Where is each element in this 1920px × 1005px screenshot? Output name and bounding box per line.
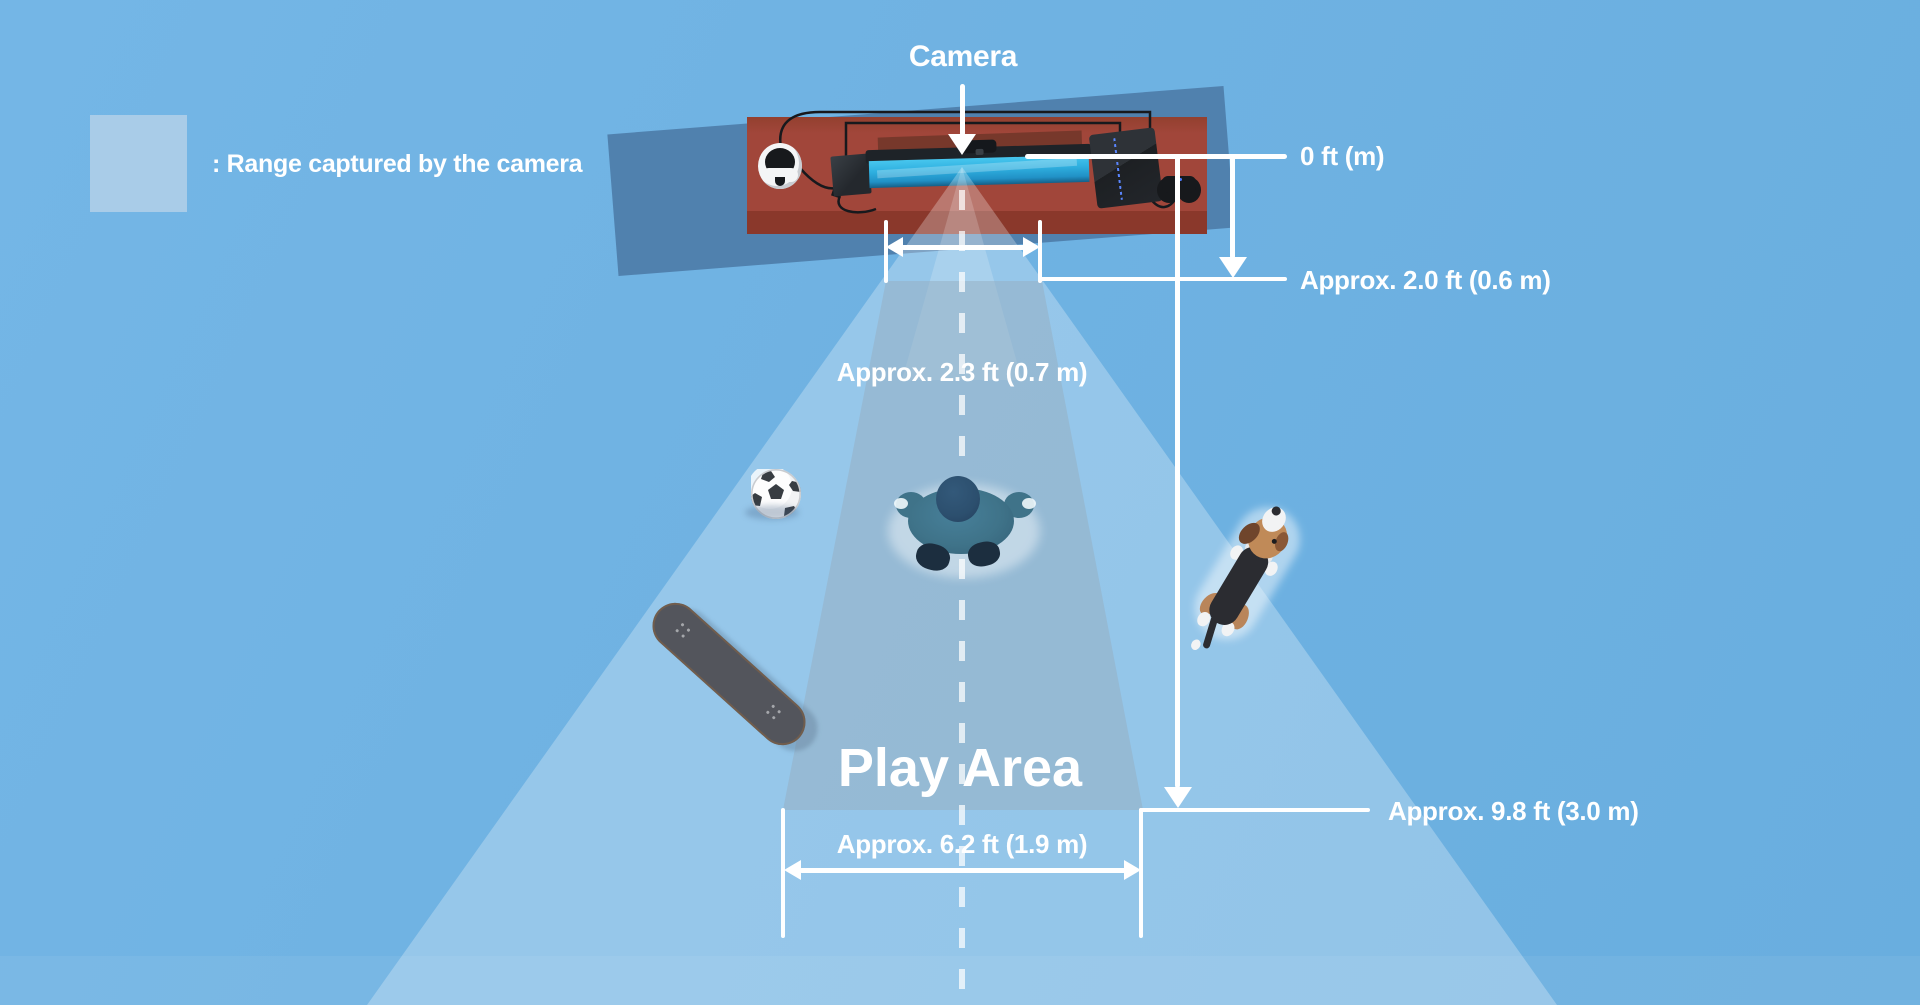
near-width-arrow-shaft <box>901 245 1025 250</box>
dog-tail-tip <box>1189 637 1203 652</box>
camera-pointer-shaft <box>960 84 965 136</box>
legend-label: : Range captured by the camera <box>212 150 583 178</box>
near-width-arrowhead-left <box>886 237 903 257</box>
camera-offset-label: Approx. 2.0 ft (0.6 m) <box>1300 265 1551 295</box>
soccer-ball-shadow <box>745 505 799 520</box>
person-top-view <box>880 458 1050 588</box>
legend-range-swatch <box>90 115 187 212</box>
near-width-tick-right <box>1038 220 1042 283</box>
camera-offset-line <box>1040 277 1287 281</box>
play-width-arrow-shaft <box>799 868 1127 873</box>
play-width-arrowhead-right <box>1124 860 1141 880</box>
camera-label: Camera <box>908 40 1018 73</box>
center-dashed-line <box>959 190 965 1005</box>
zero-label: 0 ft (m) <box>1300 141 1385 171</box>
skateboard-deck <box>643 593 815 755</box>
near-width-label: Approx. 2.3 ft (0.7 m) <box>836 357 1088 387</box>
far-distance-label: Approx. 9.8 ft (3.0 m) <box>1388 796 1639 826</box>
play-area-label: Play Area <box>837 738 1083 798</box>
dog-top-view <box>1182 495 1342 672</box>
play-width-tick-right <box>1139 808 1143 938</box>
vr-headset-scope <box>775 177 785 186</box>
camera-offset-arrowhead <box>1219 257 1247 278</box>
near-width-arrowhead-right <box>1023 237 1040 257</box>
soccer-ball <box>745 465 802 520</box>
skateboard-truck-rear <box>764 704 784 724</box>
camera-pointer-arrowhead <box>948 134 976 155</box>
skateboard <box>634 593 827 761</box>
person-head <box>936 476 980 522</box>
zero-line <box>1025 154 1287 159</box>
play-width-arrowhead-left <box>784 860 801 880</box>
play-width-label: Approx. 6.2 ft (1.9 m) <box>836 829 1088 859</box>
vr-headset-front <box>762 168 798 182</box>
play-width-tick-left <box>781 808 785 938</box>
skateboard-truck-front <box>673 622 693 643</box>
far-distance-line <box>1139 808 1370 812</box>
far-distance-arrowhead <box>1164 787 1192 808</box>
camera-offset-arrow-shaft <box>1230 156 1235 259</box>
vr-headset <box>758 143 804 191</box>
far-distance-arrow-shaft <box>1175 156 1180 788</box>
soccer-ball-graphic <box>748 465 802 520</box>
